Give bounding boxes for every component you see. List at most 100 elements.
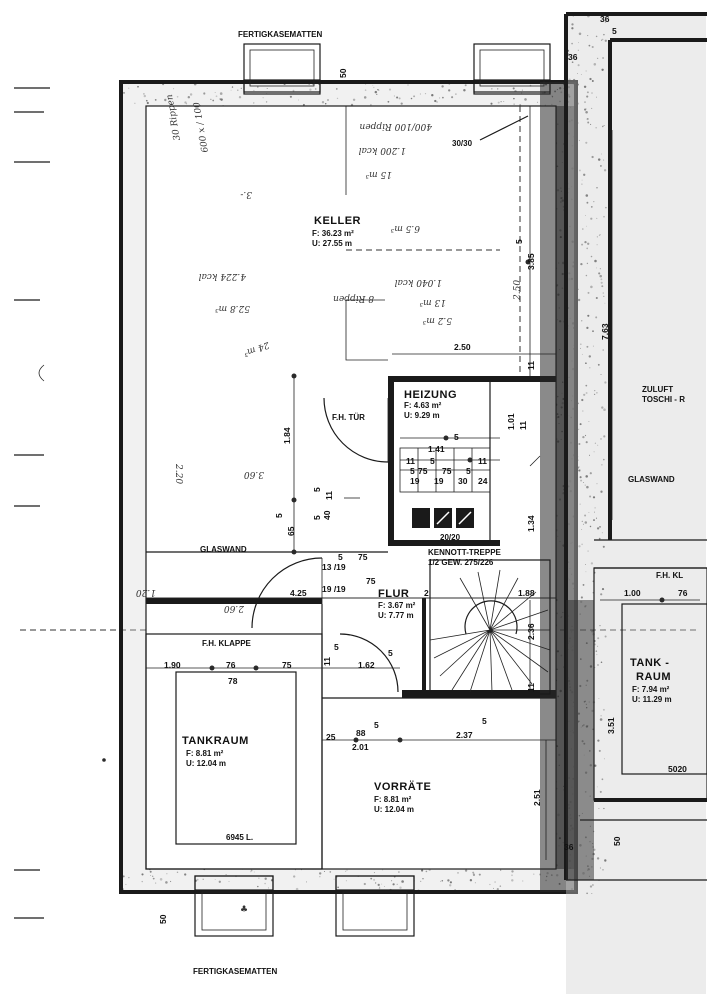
label-tankraum: TANKRAUM [182, 735, 249, 747]
dim-1919: 19 /19 [322, 584, 346, 594]
label-vorraete: VORRÄTE [374, 780, 431, 793]
label-kennott-treppe: KENNOTT-TREPPE [428, 548, 502, 557]
label-flur-area: F: 3.67 m² [378, 601, 416, 610]
heizung-equipment [399, 447, 491, 528]
staircase [429, 559, 551, 695]
dim-184: 1.84 [282, 427, 292, 444]
dim-75-f2: 75 [366, 576, 376, 586]
note-5-2m3: 5.2 m³ [422, 315, 452, 325]
dim-251: 2.51 [532, 789, 542, 806]
dim-50-top: 50 [338, 68, 348, 78]
label-vent-20: 20/20 [440, 533, 461, 542]
dim-351: 3.51 [606, 717, 616, 734]
dim-2: 2 [424, 588, 429, 598]
dim-237: 2.37 [456, 730, 473, 740]
label-tank-right-area: F: 7.94 m² [632, 685, 670, 694]
dimension-lines [146, 115, 700, 860]
dim-5-h4: 5 [466, 466, 471, 476]
note-250: 2.50 [513, 280, 523, 301]
label-fertigkasematten-bottom: FERTIGKASEMATTEN [193, 967, 278, 976]
dim-76-a: 76 [226, 660, 236, 670]
dim-76-r: 76 [678, 588, 688, 598]
note-4224-kcal: 4.224 kcal [199, 271, 247, 281]
dim-236: 2.36 [526, 623, 536, 640]
dim-190: 1.90 [164, 660, 181, 670]
dim-5-h1: 5 [454, 432, 459, 442]
dim-50-bottom: 50 [158, 914, 168, 924]
dim-188: 1.88 [518, 588, 535, 598]
dim-250: 2.50 [454, 342, 471, 352]
dim-162: 1.62 [358, 660, 375, 670]
note-8-rippen: 8 Rippen [333, 293, 374, 303]
dim-5-h2: 5 [430, 456, 435, 466]
dim-19-b: 19 [434, 476, 444, 486]
label-flur: FLUR [378, 588, 409, 600]
dim-134: 1.34 [526, 515, 536, 532]
dim-24: 24 [478, 476, 488, 486]
dim-5020: 5020 [668, 764, 687, 774]
label-fertigkasematten-top: FERTIGKASEMATTEN [238, 30, 323, 39]
note-120: 1.20 [136, 587, 156, 597]
label-tank-right-perimeter: U: 11.29 m [632, 695, 672, 704]
dim-30: 30 [458, 476, 468, 486]
dim-5-top: 5 [612, 26, 617, 36]
dim-100: 1.00 [624, 588, 641, 598]
label-keller: KELLER [314, 215, 361, 227]
label-raum-right: RAUM [636, 671, 671, 683]
label-tank-right: TANK - [630, 657, 669, 669]
dim-11-t2: 11 [526, 683, 536, 692]
dim-11-h2: 11 [478, 456, 487, 466]
label-glaswand: GLASWAND [200, 545, 247, 554]
room-labels: FERTIGKASEMATTEN FERTIGKASEMATTEN KELLER… [182, 30, 685, 976]
label-heizung-perimeter: U: 9.29 m [404, 411, 440, 420]
dim-65: 65 [286, 526, 296, 536]
note-1040-kcal: 1.040 kcal [395, 277, 442, 287]
dim-36-bottom: 36 [564, 842, 574, 852]
note-mark: ♣ [240, 905, 248, 915]
label-glaswand-right: GLASWAND [628, 475, 675, 484]
dim-201: 2.01 [352, 742, 369, 752]
light-well-bottom-left [194, 875, 274, 937]
dim-101: 1.01 [506, 413, 516, 430]
label-tankraum-perimeter: U: 12.04 m [186, 759, 226, 768]
neighbour-building [564, 12, 707, 994]
note-260: 2.60 [224, 603, 245, 613]
dim-5-v: 5 [374, 720, 379, 730]
dim-11-a: 11 [526, 361, 536, 370]
dim-75-b: 75 [442, 466, 452, 476]
light-well-bottom-right [335, 875, 415, 937]
label-fh-klappe-right: F.H. KL [656, 571, 683, 580]
dim-5-f1: 5 [338, 552, 343, 562]
dim-25: 25 [326, 732, 336, 742]
label-keller-perimeter: U: 27.55 m [312, 239, 352, 248]
label-tank-liters: 6945 L. [226, 833, 253, 842]
dim-425: 4.25 [290, 588, 307, 598]
dim-5-t: 5 [334, 642, 339, 652]
note-15m3: 15 m³ [365, 169, 392, 179]
note-3: 3.- [240, 189, 252, 199]
dim-75-c: 75 [282, 660, 292, 670]
label-flur-perimeter: U: 7.77 m [378, 611, 414, 620]
dim-36-top: 36 [568, 52, 578, 62]
dim-75-a: 75 [418, 466, 428, 476]
note-6-5m3: 6.5 m³ [390, 223, 420, 233]
label-toschi: TOSCHI - R [642, 395, 685, 404]
label-vent-30: 30/30 [452, 139, 473, 148]
dim-763: 7.63 [600, 323, 610, 340]
dim-11-v: 11 [324, 491, 334, 500]
note-220: 2.20 [173, 463, 183, 484]
label-vorraete-perimeter: U: 12.04 m [374, 805, 414, 814]
note-400-100: 400/100 Rippen [359, 121, 433, 131]
dim-11-h: 11 [406, 456, 415, 466]
dim-78: 78 [228, 676, 238, 686]
dim-5-v2: 5 [312, 515, 322, 520]
doors [251, 397, 399, 693]
dim-5-keller: 5 [514, 239, 524, 244]
note-52-8m3: 52.8 m³ [215, 303, 250, 313]
dim-5-v4: 5 [482, 716, 487, 726]
dim-11-t: 11 [322, 657, 332, 666]
label-heizung-area: F: 4.63 m² [404, 401, 442, 410]
dimension-labels: 50 50 50 36 36 36 5 7.63 3.85 5 2.50 11 … [158, 14, 688, 924]
dim-141: 1.41 [428, 444, 445, 454]
